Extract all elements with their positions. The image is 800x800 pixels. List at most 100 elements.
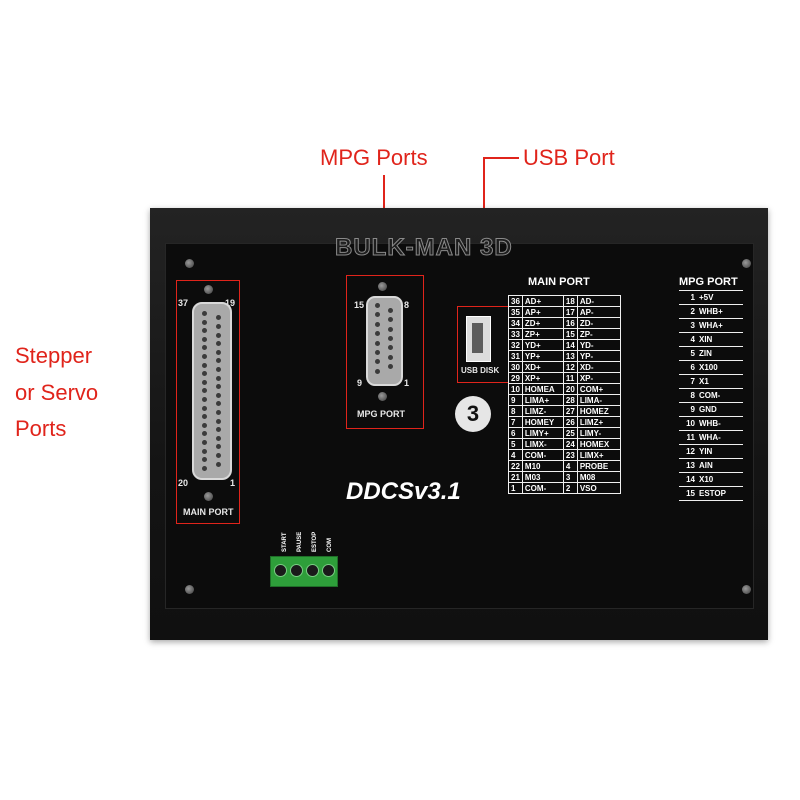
- mpg-port-connector: [366, 296, 403, 386]
- main-port-pin-signal: LIMZ+: [576, 416, 621, 428]
- mpg-port-pin-signal: WHB-: [697, 416, 743, 431]
- main-port-pin-signal: PROBE: [576, 460, 621, 472]
- main-port-pin-signal: YD-: [576, 339, 621, 351]
- connector-pin: [388, 364, 393, 370]
- main-port-pin-number: 8: [508, 405, 523, 417]
- connector-pin: [375, 312, 380, 318]
- screw-icon: [185, 585, 194, 594]
- mpg-port-pin-signal: YIN: [697, 444, 743, 459]
- main-pin-19-label: 19: [225, 298, 236, 308]
- main-port-pin-number: 29: [508, 372, 523, 384]
- usb-port[interactable]: [466, 316, 491, 362]
- mpg-pin-15-label: 15: [354, 300, 365, 310]
- main-port-pin-signal: COM-: [521, 482, 564, 494]
- connector-pin: [202, 362, 207, 368]
- mpg-port-pin-number: 1: [679, 290, 697, 305]
- terminal-label: START: [282, 532, 288, 552]
- main-port-table-title: MAIN PORT: [528, 276, 590, 288]
- connector-pin: [202, 414, 207, 420]
- main-port-pin-number: 26: [562, 416, 578, 428]
- main-port-pin-signal: XP-: [576, 372, 621, 384]
- terminal-screw-icon: [274, 564, 287, 577]
- connector-pin: [216, 452, 221, 458]
- mpg-port-pin-signal: WHA+: [697, 318, 743, 333]
- connector-screw-icon: [204, 285, 213, 294]
- mpg-port-pin-number: 11: [679, 430, 697, 445]
- main-port-pin-signal: HOMEX: [576, 438, 621, 450]
- terminal-screw-icon: [290, 564, 303, 577]
- main-port-pin-number: 15: [562, 328, 578, 340]
- main-port-pin-number: 25: [562, 427, 578, 439]
- main-port-connector: [192, 302, 232, 480]
- connector-pin: [216, 435, 221, 441]
- main-port-pin-number: 2: [562, 482, 578, 494]
- screw-icon: [185, 259, 194, 268]
- main-port-pin-signal: LIMX+: [576, 449, 621, 461]
- mpg-port-pin-number: 4: [679, 332, 697, 347]
- main-port-pin-number: 16: [562, 317, 578, 329]
- connector-pin: [375, 331, 380, 337]
- mpg-port-pin-number: 15: [679, 486, 697, 501]
- mpg-port-row: 1+5V: [679, 290, 743, 305]
- connector-pin: [216, 418, 221, 424]
- connector-pin: [202, 336, 207, 342]
- connector-pin: [216, 392, 221, 398]
- terminal-screw-icon: [322, 564, 335, 577]
- connector-pin: [388, 335, 393, 341]
- terminal-label: COM: [327, 538, 333, 552]
- main-port-pin-signal: COM-: [521, 449, 564, 461]
- terminal-label: ESTOP: [312, 531, 318, 552]
- connector-pin: [202, 465, 207, 471]
- main-port-pin-number: 22: [508, 460, 523, 472]
- main-port-pin-signal: LIMA+: [521, 394, 564, 406]
- main-pin-20-label: 20: [178, 478, 189, 488]
- screw-icon: [742, 585, 751, 594]
- connector-pin: [202, 440, 207, 445]
- usb-port-callout: USB Port: [523, 145, 615, 170]
- usb-leader-horizontal: [483, 157, 519, 159]
- connector-pin: [202, 457, 207, 463]
- connector-pin: [202, 422, 207, 428]
- stepper-callout-line2: or Servo: [15, 380, 99, 405]
- mpg-port-pin-signal: ESTOP: [697, 486, 743, 501]
- mpg-port-highlight-box: [346, 275, 424, 429]
- stepper-callout-line3: Ports: [15, 416, 67, 441]
- main-port-pin-number: 17: [562, 306, 578, 318]
- mpg-port-pin-number: 10: [679, 416, 697, 431]
- main-port-pin-signal: LIMY-: [576, 427, 621, 439]
- main-port-pin-signal: ZD+: [521, 317, 564, 329]
- main-port-pin-number: 4: [562, 460, 578, 472]
- number-badge: 3: [455, 396, 491, 432]
- mpg-port-pin-signal: GND: [697, 402, 743, 417]
- main-port-pin-signal: LIMX-: [521, 438, 564, 450]
- connector-pin: [202, 328, 207, 334]
- main-port-pin-signal: LIMZ-: [521, 405, 564, 417]
- screw-icon: [742, 259, 751, 268]
- main-port-pin-number: 34: [508, 317, 523, 329]
- main-pin-1-label: 1: [230, 478, 236, 488]
- main-port-pin-signal: ZD-: [576, 317, 621, 329]
- usb-socket: [472, 323, 483, 353]
- main-port-pin-number: 21: [508, 471, 523, 483]
- connector-pin: [375, 350, 380, 355]
- mpg-port-pin-number: 12: [679, 444, 697, 459]
- connector-pin: [216, 384, 221, 390]
- mpg-port-pin-number: 6: [679, 360, 697, 375]
- connector-pin: [375, 303, 380, 308]
- main-port-pin-number: 30: [508, 361, 523, 373]
- connector-pin: [388, 354, 393, 360]
- main-port-pin-signal: M03: [521, 471, 564, 483]
- connector-pin: [216, 366, 221, 372]
- connector-pin: [375, 321, 380, 327]
